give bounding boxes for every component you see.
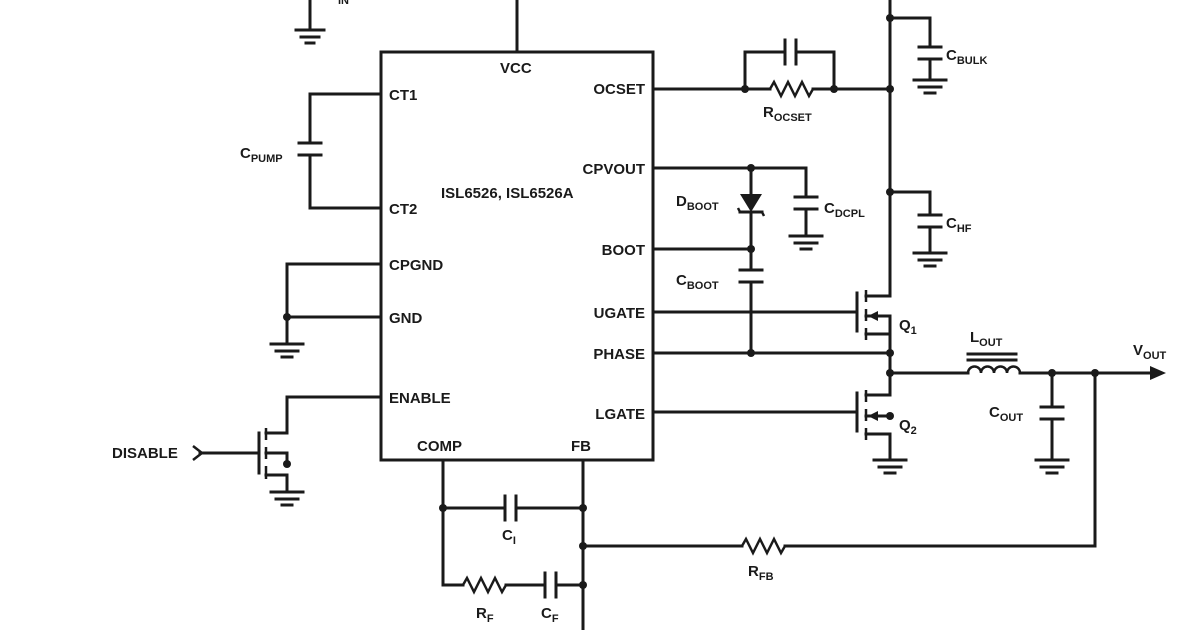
gate-drive-wires: [651, 310, 892, 414]
vout-label: VOUT: [1133, 342, 1167, 362]
pin-ct1: CT1: [389, 87, 417, 104]
pin-ugate: UGATE: [594, 305, 645, 322]
cout-capacitor: COUT: [989, 371, 1070, 475]
q2-label-sub: 2: [911, 425, 917, 437]
rocset-label: ROCSET: [763, 104, 812, 124]
cbulk-label-main: C: [946, 47, 957, 64]
q1-label-main: Q: [899, 317, 911, 334]
cpump-label: CPUMP: [240, 145, 283, 165]
cpump-label-main: C: [240, 145, 251, 162]
chf-label: CHF: [946, 215, 972, 235]
ic-part-name: ISL6526, ISL6526A: [441, 185, 574, 202]
rfb-label-main: R: [748, 563, 759, 580]
lout-label: LOUT: [970, 329, 1003, 349]
cf-label: CF: [541, 605, 559, 625]
rf-label-main: R: [476, 605, 487, 622]
cpvout-boot-network: CDCPL DBOOT CBOOT: [651, 164, 865, 355]
q1-label: Q1: [899, 317, 917, 337]
cbulk-label: CBULK: [946, 47, 987, 67]
ic-isl6526: ISL6526, ISL6526A VCC CT1 CT2 CPGND GND …: [379, 50, 655, 462]
rfb-label: RFB: [748, 563, 774, 583]
cout-label-sub: OUT: [1000, 412, 1024, 424]
dboot-label-sub: BOOT: [687, 201, 719, 213]
cpump-capacitor: CPUMP: [240, 92, 383, 210]
pin-cpgnd: CPGND: [389, 257, 443, 274]
cpump-label-sub: PUMP: [251, 153, 283, 165]
pin-ct2: CT2: [389, 201, 417, 218]
pin-ocset: OCSET: [593, 81, 645, 98]
q2-mosfet: Q2: [855, 351, 917, 475]
ci-label: CI: [502, 527, 516, 547]
disable-label: DISABLE: [112, 445, 178, 462]
pin-enable: ENABLE: [389, 390, 451, 407]
vout-label-sub: OUT: [1143, 350, 1167, 362]
rf-label-sub: F: [487, 613, 494, 625]
pin-gnd: GND: [389, 310, 423, 327]
cdcpl-label-sub: DCPL: [835, 208, 865, 220]
input-rail: [886, 0, 894, 297]
rfb-label-sub: FB: [759, 571, 774, 583]
dboot-label: DBOOT: [676, 193, 719, 213]
cf-label-main: C: [541, 605, 552, 622]
cf-label-sub: F: [552, 613, 559, 625]
cdcpl-label-main: C: [824, 200, 835, 217]
chf-label-main: C: [946, 215, 957, 232]
pin-phase: PHASE: [593, 346, 645, 363]
lout-label-sub: OUT: [979, 337, 1003, 349]
chf-capacitor: CHF: [886, 188, 972, 268]
gnd-cpgnd-wiring: [269, 262, 383, 359]
ci-label-sub: I: [513, 535, 516, 547]
q2-label-main: Q: [899, 417, 911, 434]
cbulk-label-sub: BULK: [957, 55, 988, 67]
rocset-label-main: R: [763, 104, 774, 121]
q1-label-sub: 1: [911, 325, 917, 337]
pin-lgate: LGATE: [595, 406, 645, 423]
pin-comp: COMP: [417, 438, 462, 455]
lout-inductor: LOUT: [888, 329, 1022, 375]
dboot-label-main: D: [676, 193, 687, 210]
vout-rail: VOUT: [1018, 342, 1167, 380]
pin-vcc: VCC: [500, 60, 532, 77]
pin-boot: BOOT: [602, 242, 645, 259]
pin-cpvout: CPVOUT: [582, 161, 645, 178]
compensation-network: CI RF CF: [439, 458, 587, 630]
cout-label-main: C: [989, 404, 1000, 421]
cboot-label-main: C: [676, 272, 687, 289]
vin-label: IN: [338, 0, 349, 7]
cbulk-capacitor: CBULK: [888, 16, 987, 95]
rocset-network: ROCSET: [651, 38, 894, 124]
q2-label: Q2: [899, 417, 917, 437]
rocset-label-sub: OCSET: [774, 112, 812, 124]
disable-mosfet: DISABLE: [112, 395, 383, 507]
vin-ground: IN: [294, 0, 349, 45]
q1-mosfet: Q1: [855, 290, 917, 357]
cout-label: COUT: [989, 404, 1023, 424]
pin-fb: FB: [571, 438, 591, 455]
cdcpl-label: CDCPL: [824, 200, 865, 220]
cboot-label-sub: BOOT: [687, 280, 719, 292]
chf-label-sub: HF: [957, 223, 972, 235]
rf-label: RF: [476, 605, 494, 625]
lout-label-main: L: [970, 329, 979, 346]
vout-label-main: V: [1133, 342, 1143, 359]
cboot-label: CBOOT: [676, 272, 719, 292]
rfb-feedback: RFB: [579, 371, 1097, 583]
ci-label-main: C: [502, 527, 513, 544]
